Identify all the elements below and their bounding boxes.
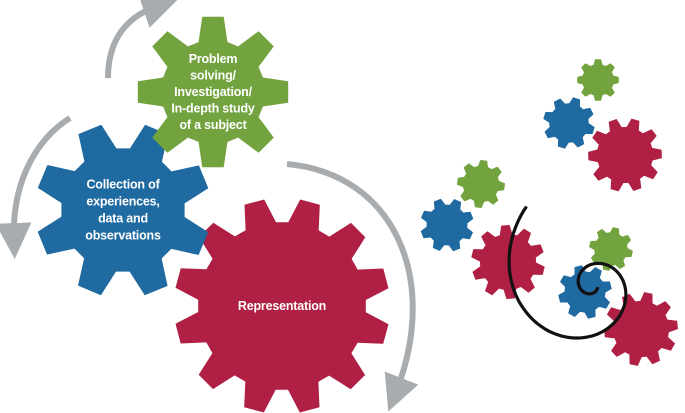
gear-collection: Collection of experiences, data and observa… [37,124,209,296]
small-gear-red [604,292,678,366]
gear-green-label-line: of a subject [179,118,247,132]
gear-representation: Representation [175,199,389,413]
small-gear-green [589,227,633,271]
gear-green-label-line: solving/ [190,69,236,83]
small-gear-blue [543,97,595,149]
gear-blue-label: Collection of experiences, data and observa… [85,178,161,243]
gear-green-label-line: In-depth study [171,102,255,116]
gear-problem-solving: Problem solving/Investigation/In-depth st… [137,16,289,168]
gear-blue-label-line: data and [98,212,148,226]
gear-red-shape [175,199,389,413]
gear-red-label-line: Representation [238,299,326,313]
arrow-down-to-collection [0,115,72,259]
gear-green-shape [137,16,289,168]
small-gear-green [577,59,619,101]
spiral-gear-cluster [420,59,678,366]
gear-blue-label-line: experiences, [86,195,159,209]
gear-blue-shape [37,124,209,296]
gear-green-label: Problem solving/Investigation/In-depth st… [171,52,255,132]
arrow-up-to-problem-solving [105,0,178,79]
small-gear-red [588,118,662,192]
gear-red-label: Representation [238,299,326,313]
gear-blue-label-line: Collection of [86,178,160,192]
gear-green-label-line: Problem [189,52,238,66]
cycle-arrows [0,0,419,412]
small-gear-blue [420,198,474,252]
arrow-down-to-representation [286,161,419,412]
gear-green-label-line: Investigation/ [174,85,252,99]
gear-blue-label-line: observations [85,229,161,243]
spiral-line [507,205,628,340]
small-gear-green [457,160,505,208]
